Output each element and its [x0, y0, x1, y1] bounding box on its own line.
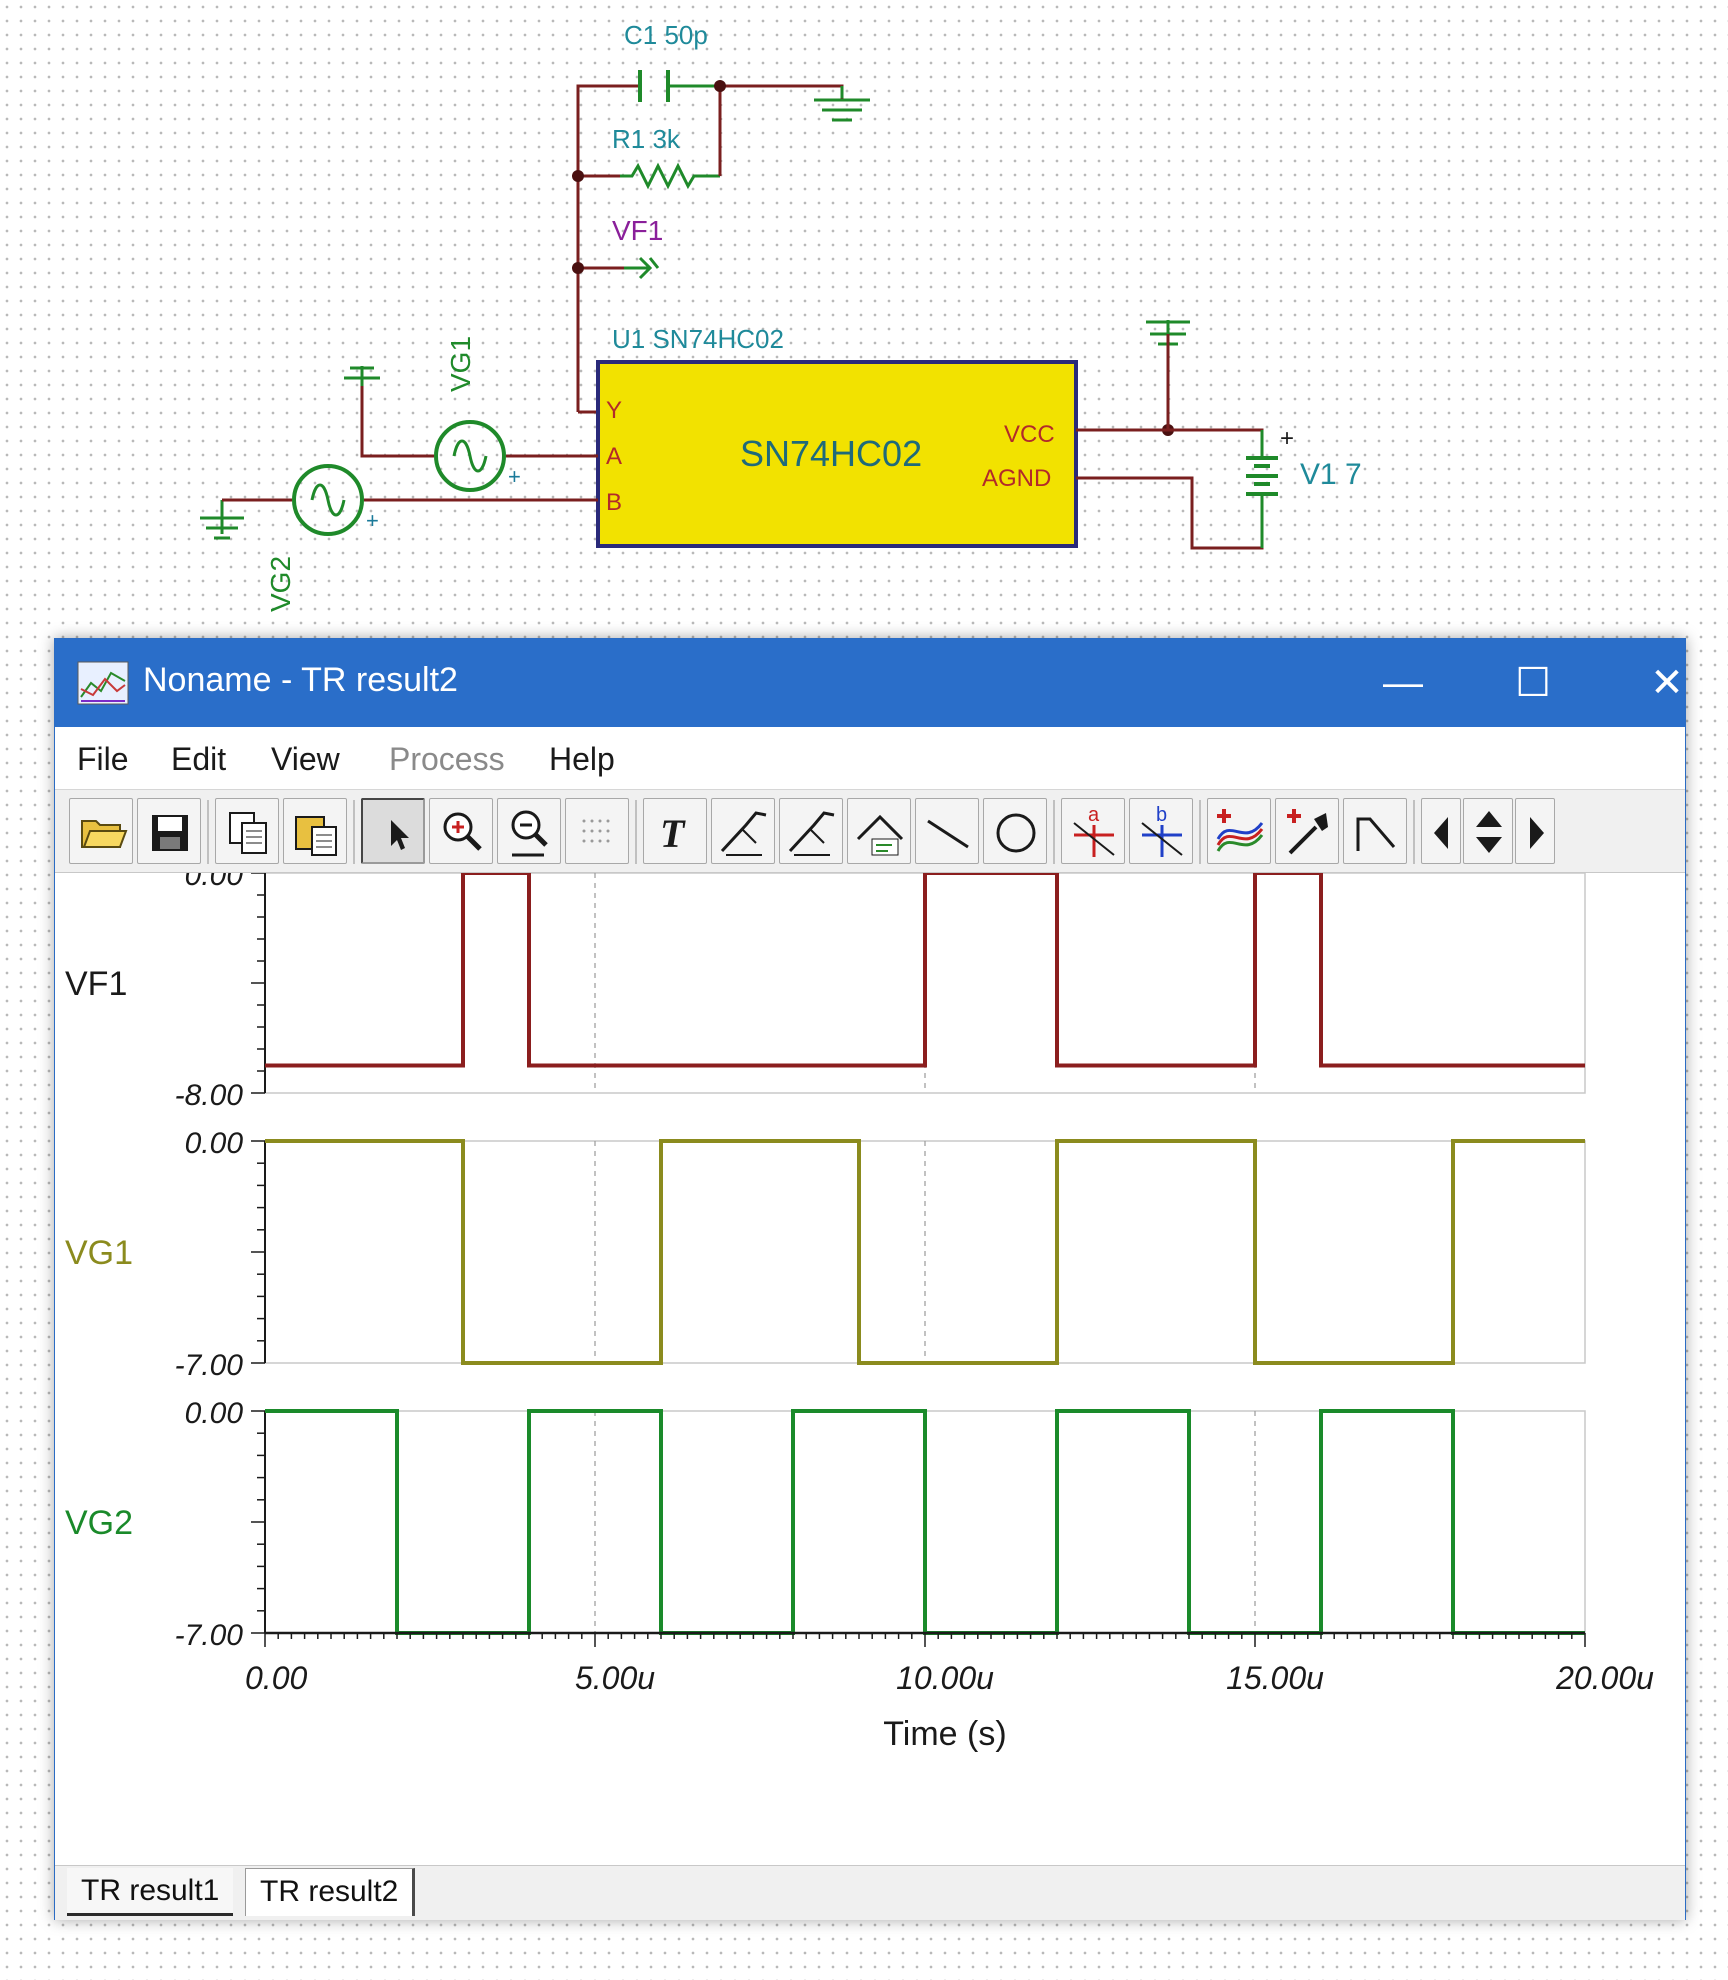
- cursor-b-icon[interactable]: [779, 798, 843, 864]
- zoom-in-icon[interactable]: [429, 798, 493, 864]
- marker-b-glyph: b: [1156, 804, 1167, 826]
- y-tick-label: 0.00: [185, 873, 244, 892]
- vg2-label: VG2: [265, 556, 296, 612]
- marker-a-glyph: a: [1088, 804, 1100, 826]
- x-tick-label: 5.00u: [575, 1660, 655, 1696]
- menu-bar: File Edit View Process Help: [55, 727, 1685, 789]
- pin-b-label: B: [606, 489, 622, 516]
- text-glyph: T: [660, 811, 686, 856]
- maximize-button[interactable]: ☐: [1515, 661, 1551, 705]
- menu-file[interactable]: File: [77, 741, 129, 777]
- result-tab-bar: TR result1 TR result2: [55, 1865, 1685, 1920]
- ic-chip-u1[interactable]: [596, 360, 1078, 548]
- waveform-plot[interactable]: 0.00-8.00VF10.00-7.00VG10.00-7.00VG20.00…: [55, 873, 1685, 1863]
- x-tick-label: 20.00u: [1555, 1660, 1654, 1696]
- menu-process[interactable]: Process: [389, 741, 505, 777]
- circle-icon[interactable]: [983, 798, 1047, 864]
- panel-vf1: 0.00 -8.00 VF1: [65, 873, 1586, 1112]
- series-label: VG1: [65, 1234, 133, 1272]
- pin-agnd-label: AGND: [982, 465, 1051, 492]
- schematic-canvas[interactable]: C1 50p R1 3k VF1 U1 SN74HC02 SN74HC02 Y …: [0, 0, 1728, 630]
- vg1-label: VG1: [445, 336, 476, 392]
- scroll-right-icon[interactable]: [1515, 798, 1555, 864]
- save-icon[interactable]: [137, 798, 201, 864]
- c1-label: C1 50p: [624, 20, 708, 50]
- v1-plus: +: [1280, 425, 1294, 452]
- zoom-out-icon[interactable]: [497, 798, 561, 864]
- r1-label: R1 3k: [612, 124, 681, 154]
- x-tick-label: 10.00u: [896, 1660, 994, 1696]
- grid-icon[interactable]: [565, 798, 629, 864]
- sine-source-icon[interactable]: [434, 420, 506, 492]
- y-tick-label: -7.00: [175, 1619, 244, 1652]
- waveform-vg1: [265, 1139, 1585, 1365]
- step-icon[interactable]: [1343, 798, 1407, 864]
- waveform-vf1: [265, 873, 1585, 1068]
- v1-label: V1 7: [1300, 458, 1362, 491]
- marker-a-icon[interactable]: a: [1061, 798, 1125, 864]
- probe-icon[interactable]: [1275, 798, 1339, 864]
- close-button[interactable]: ✕: [1650, 661, 1684, 705]
- vf1-label: VF1: [612, 215, 663, 246]
- ground-icon: [814, 86, 870, 122]
- series-label: VF1: [65, 965, 127, 1003]
- sine-source-icon[interactable]: [292, 464, 364, 536]
- ground-icon: [200, 500, 244, 540]
- y-tick-label: -8.00: [175, 1079, 244, 1112]
- waveform-vg2: [265, 1409, 1585, 1635]
- y-tick-label: 0.00: [185, 1127, 244, 1160]
- pin-vcc-label: VCC: [1004, 421, 1055, 448]
- vg1-wiring: [360, 386, 598, 458]
- window-title: Noname - TR result2: [143, 661, 458, 699]
- cursor-a-icon[interactable]: [711, 798, 775, 864]
- x-tick-label: 15.00u: [1226, 1660, 1324, 1696]
- menu-help[interactable]: Help: [549, 741, 615, 777]
- series-label: VG2: [65, 1504, 133, 1542]
- vg2-plus: +: [366, 508, 379, 533]
- x-axis-label: Time (s): [883, 1715, 1006, 1753]
- tab-tr-result2[interactable]: TR result2: [245, 1868, 416, 1916]
- add-curve-icon[interactable]: [1207, 798, 1271, 864]
- pointer-icon[interactable]: [361, 798, 425, 864]
- x-tick-label: 0.00: [245, 1660, 307, 1696]
- graph-app-icon: [77, 661, 129, 705]
- line-icon[interactable]: [915, 798, 979, 864]
- chip-name: SN74HC02: [740, 433, 922, 474]
- u1-label: U1 SN74HC02: [612, 324, 784, 354]
- tr-result-window: Noname - TR result2 — ☐ ✕ File Edit View…: [54, 638, 1686, 1920]
- copy-icon[interactable]: [215, 798, 279, 864]
- marker-b-icon[interactable]: b: [1129, 798, 1193, 864]
- scroll-updown-icon[interactable]: [1463, 798, 1513, 864]
- panel-vg2: 0.00 -7.00 VG2: [65, 1397, 1586, 1652]
- paste-icon[interactable]: [283, 798, 347, 864]
- title-bar[interactable]: Noname - TR result2 — ☐ ✕: [55, 639, 1685, 727]
- tab-tr-result1[interactable]: TR result1: [67, 1868, 234, 1916]
- junction-dots: [572, 80, 1174, 436]
- scroll-left-icon[interactable]: [1421, 798, 1461, 864]
- pin-y-label: Y: [606, 397, 622, 424]
- battery-icon: [1246, 430, 1278, 548]
- y-tick-label: 0.00: [185, 1397, 244, 1430]
- menu-edit[interactable]: Edit: [171, 741, 227, 777]
- toolbar: T a b: [55, 789, 1685, 873]
- ground-icon: [344, 366, 380, 386]
- minimize-button[interactable]: —: [1383, 661, 1423, 705]
- y-tick-label: -7.00: [175, 1349, 244, 1382]
- pin-a-label: A: [606, 443, 622, 470]
- supply-wiring: [1076, 334, 1264, 550]
- panel-vg1: 0.00 -7.00 VG1: [65, 1127, 1586, 1382]
- curve-label-icon[interactable]: [847, 798, 911, 864]
- menu-view[interactable]: View: [271, 741, 340, 777]
- text-icon[interactable]: T: [643, 798, 707, 864]
- vg1-plus: +: [508, 464, 521, 489]
- open-folder-icon[interactable]: [69, 798, 133, 864]
